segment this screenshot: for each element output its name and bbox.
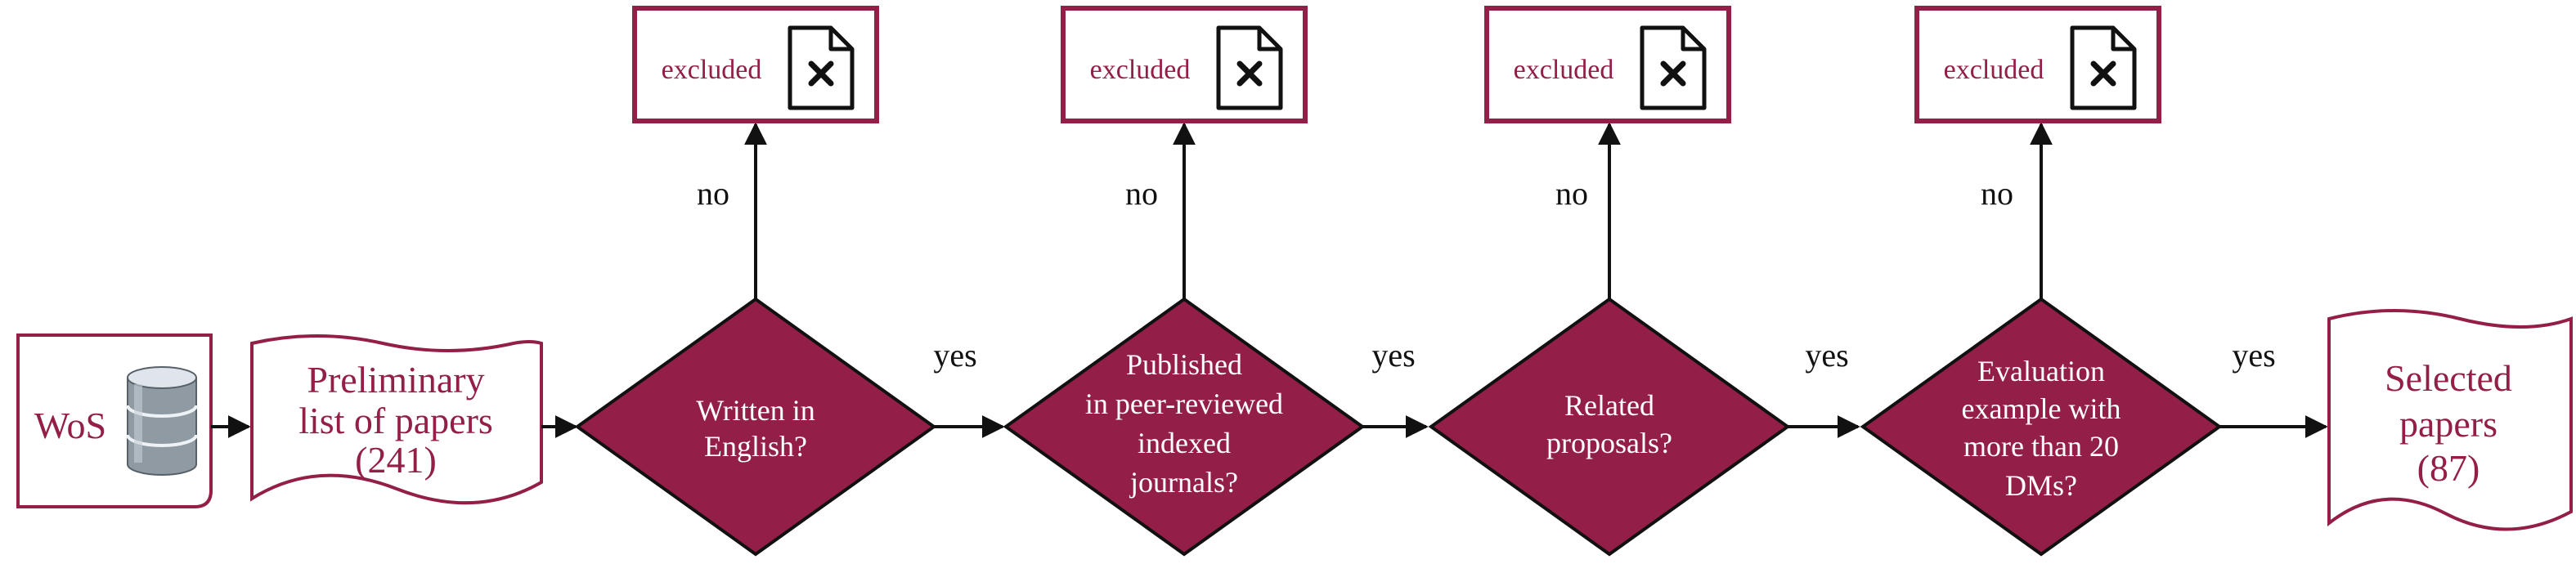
decision-text-line: journals? xyxy=(1129,466,1238,499)
decision-text-line: Written in xyxy=(696,394,815,427)
preliminary-list-box: Preliminary list of papers (241) xyxy=(250,334,543,505)
selected-line-2: papers xyxy=(2399,403,2497,445)
selected-line-3: (87) xyxy=(2417,447,2480,489)
excluded-box: excluded xyxy=(1061,6,1308,123)
yes-label: yes xyxy=(1805,337,1848,374)
excluded-box: excluded xyxy=(1484,6,1731,123)
decision-diamond xyxy=(1428,297,1791,557)
decision-text-line: Evaluation xyxy=(1977,355,2105,387)
decision-evaluation-example: Evaluation example with more than 20 DMs… xyxy=(1860,6,2223,557)
decision-text-line: DMs? xyxy=(2005,469,2077,502)
excluded-label: excluded xyxy=(1944,55,2044,85)
selected-papers-box: Selected papers (87) xyxy=(2327,309,2573,531)
no-label: no xyxy=(697,175,729,212)
preliminary-line-2: list of papers xyxy=(298,400,493,441)
no-label: no xyxy=(1125,175,1158,212)
decision-text-line: example with xyxy=(1962,392,2121,425)
database-icon xyxy=(126,366,198,476)
excluded-label: excluded xyxy=(1514,55,1614,85)
yes-label: yes xyxy=(2232,337,2275,374)
decision-text-line: in peer-reviewed xyxy=(1085,387,1283,420)
decision-related-proposals: Related proposals? no excluded xyxy=(1428,6,1791,557)
preliminary-line-1: Preliminary xyxy=(307,359,484,401)
preliminary-document-shape xyxy=(250,334,543,505)
yes-label: yes xyxy=(933,337,976,374)
decision-text-line: Related xyxy=(1564,389,1654,422)
decision-diamond xyxy=(1860,297,2223,557)
wos-label: WoS xyxy=(34,405,106,446)
decision-text-line: English? xyxy=(704,430,807,463)
decision-text-line: indexed xyxy=(1138,427,1231,459)
decision-text-line: more than 20 xyxy=(1963,430,2119,463)
decision-text-line: proposals? xyxy=(1546,427,1672,459)
decision-english: Written in English? no excluded xyxy=(574,6,937,557)
excluded-box: excluded xyxy=(1914,6,2161,123)
yes-label: yes xyxy=(1371,337,1415,374)
decision-diamond xyxy=(1003,297,1366,557)
decision-diamond xyxy=(574,297,937,557)
no-label: no xyxy=(1981,175,2013,212)
decision-peer-reviewed: Published in peer-reviewed indexed journ… xyxy=(1003,6,1366,557)
no-label: no xyxy=(1555,175,1588,212)
excluded-document-icon xyxy=(1640,25,1707,110)
selected-document-shape xyxy=(2327,309,2573,531)
excluded-label: excluded xyxy=(662,55,762,85)
selected-line-1: Selected xyxy=(2385,357,2512,399)
wos-source-box: WoS xyxy=(16,333,213,508)
excluded-label: excluded xyxy=(1090,55,1191,85)
excluded-box: excluded xyxy=(632,6,879,123)
excluded-document-icon xyxy=(1216,25,1283,110)
preliminary-line-3: (241) xyxy=(355,439,437,481)
decision-text-line: Published xyxy=(1126,348,1242,381)
excluded-document-icon xyxy=(2070,25,2137,110)
excluded-document-icon xyxy=(788,25,855,110)
